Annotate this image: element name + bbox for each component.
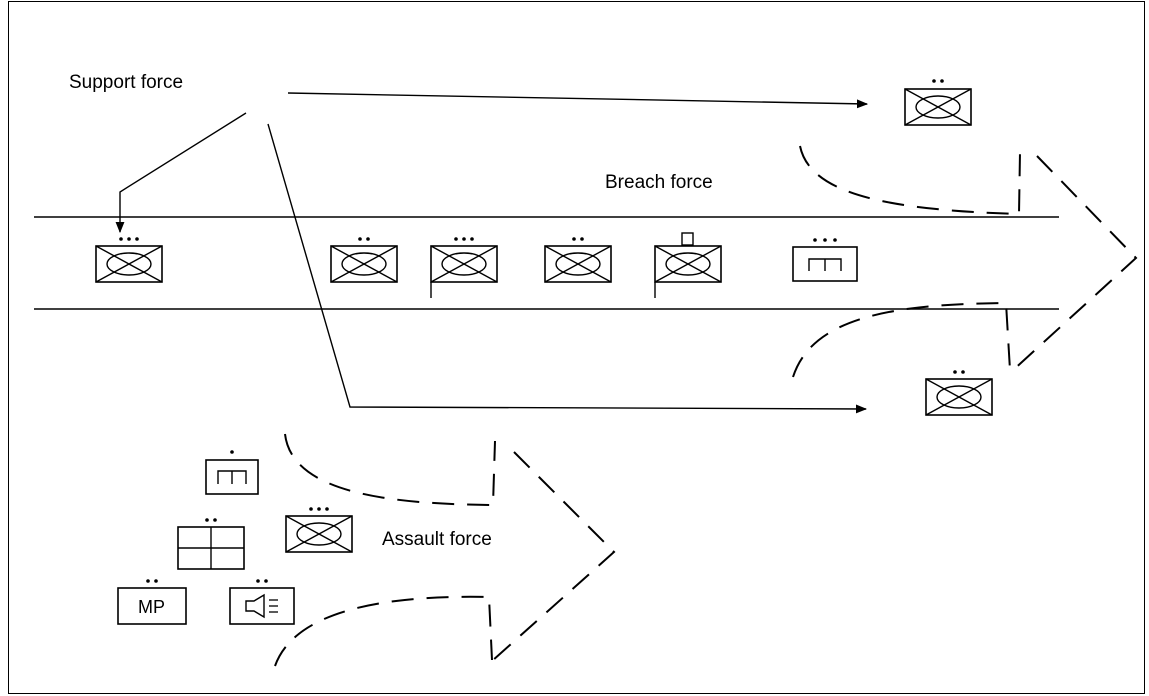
- mp-unit: [117, 579, 187, 625]
- support-force-label: Support force: [69, 72, 183, 93]
- mp-unit-text: MP: [138, 597, 165, 617]
- loudspeaker-unit: [229, 579, 295, 625]
- unit-hq-4: [654, 232, 722, 298]
- assault-force-label: Assault force: [382, 529, 492, 550]
- unit-company-left: [95, 237, 163, 283]
- unit-platoon-1: [330, 237, 398, 283]
- breach-force-label: Breach force: [605, 172, 713, 193]
- unit-support-bottom-right: [925, 370, 993, 416]
- engineer-unit-road: [792, 238, 858, 282]
- unit-support-top-right: [904, 79, 972, 126]
- assault-axis-arrow: [274, 433, 616, 667]
- support-unit-grid: [177, 518, 245, 570]
- unit-platoon-3: [544, 237, 612, 283]
- unit-company-2: [430, 237, 498, 298]
- support-arrow-left: [115, 112, 247, 234]
- support-arrow-down: [267, 123, 868, 414]
- engineer-unit-assault: [205, 450, 259, 495]
- unit-assault-company: [285, 507, 353, 553]
- support-arrow-right: [287, 92, 869, 109]
- diagram-frame: [8, 1, 1145, 694]
- breach-axis-arrow: [792, 145, 1138, 378]
